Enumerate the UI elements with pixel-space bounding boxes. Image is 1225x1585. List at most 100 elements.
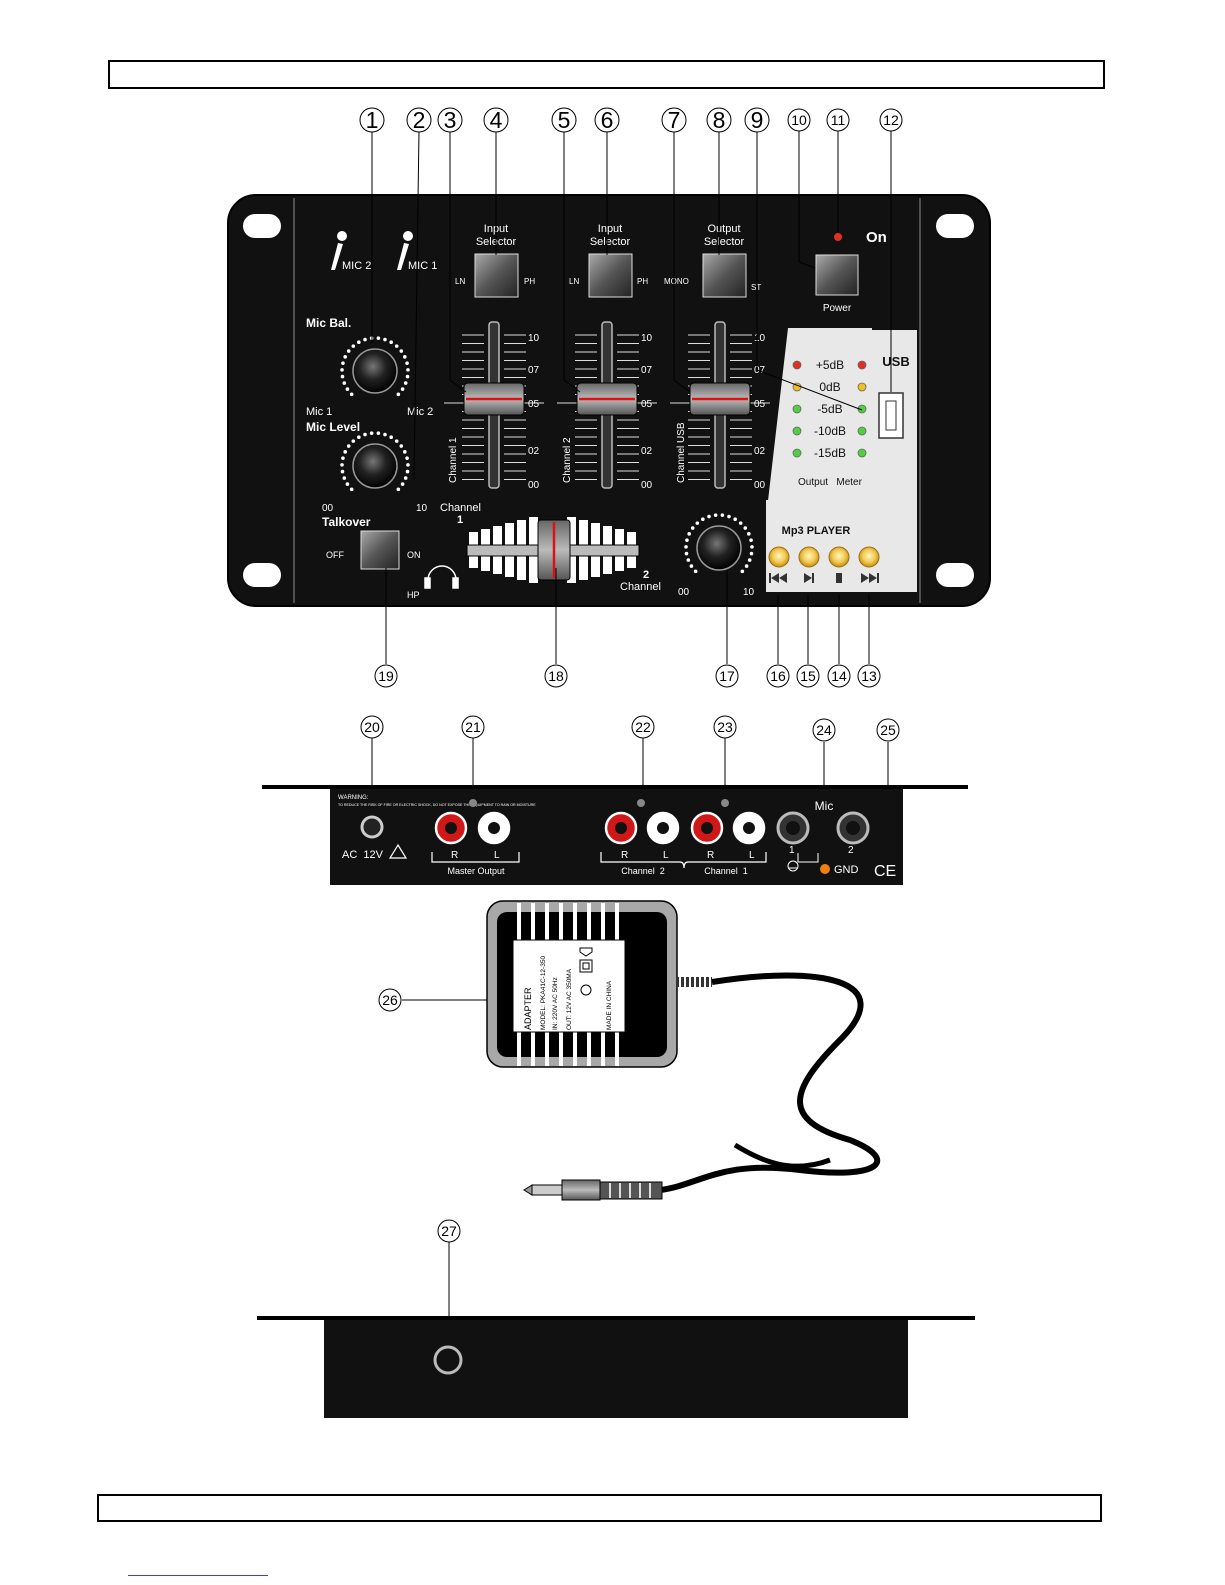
callout-circle (483, 107, 509, 133)
input-selector-2-button[interactable] (588, 253, 633, 298)
callout-number: 15 (800, 668, 816, 684)
meter-led (857, 426, 867, 436)
scale-dot (394, 344, 399, 348)
ch2-l-label: L (663, 850, 669, 861)
mic2-label: MIC 2 (342, 260, 371, 272)
scale-dot (363, 432, 367, 437)
scale-dot (403, 355, 407, 359)
scale-dot (343, 355, 347, 359)
play-pause-icon (804, 573, 814, 583)
ac-power-jack[interactable] (360, 815, 384, 839)
mic-level-knob[interactable] (352, 443, 398, 489)
hp-level-min: 00 (678, 587, 690, 598)
scale-dot (346, 349, 351, 353)
gnd-terminal[interactable] (820, 864, 830, 874)
meter-led (792, 404, 802, 414)
callout-number: 20 (364, 719, 380, 735)
warning-text: TO REDUCE THE RISK OF FIRE OR ELECTRIC S… (338, 803, 536, 807)
power-button[interactable] (815, 254, 859, 296)
scale-dot (403, 381, 408, 385)
scale-dot (747, 532, 751, 536)
meter-led (792, 448, 802, 458)
rca-indicator (637, 799, 645, 807)
output-selector-button[interactable] (702, 253, 747, 298)
mic-icon (397, 231, 413, 270)
stop-icon (836, 573, 842, 583)
talkover-button[interactable] (360, 530, 400, 570)
fader-scale-label: 10 (641, 333, 653, 344)
mount-hole (243, 214, 281, 238)
master-output-label: Master Output (447, 866, 505, 876)
mic-rear-2: 2 (848, 845, 854, 856)
callout-circle (879, 108, 903, 132)
mic-bal-knob[interactable] (352, 348, 398, 394)
channel2-strip-label: Channel 2 (562, 437, 573, 483)
mic-level-min: 00 (322, 503, 334, 514)
scale-dot (341, 361, 345, 365)
callout-number: 7 (668, 107, 681, 133)
ce-mark: CE (874, 863, 896, 880)
callout-number: 24 (816, 722, 832, 738)
callout-number: 14 (831, 668, 847, 684)
mount-hole (936, 214, 974, 238)
bottom-panel (257, 1316, 975, 1418)
power-adapter (486, 900, 881, 1193)
output-selector-label: Output (707, 223, 740, 235)
callout-circle (744, 107, 770, 133)
scale-dot (340, 374, 345, 379)
power-label: Power (823, 303, 852, 314)
mp3-button[interactable] (828, 546, 850, 568)
scale-dot (349, 392, 354, 397)
scale-dot (744, 564, 749, 568)
callout-circle (796, 664, 820, 688)
callout-circle (437, 107, 463, 133)
hp-jack[interactable] (433, 1345, 463, 1375)
channel-usb-strip-label: Channel USB (676, 422, 687, 483)
master-r-label: R (451, 850, 458, 861)
scale-dot (396, 487, 401, 492)
meter-level-label: -10dB (814, 424, 846, 438)
scale-dot (749, 551, 754, 556)
mic-bal-scale (340, 336, 410, 397)
scale-dot (400, 482, 405, 486)
fader-scale-label: 10 (528, 333, 540, 344)
crossfader-channel2-number: 2 (643, 569, 649, 581)
talkover-off-label: OFF (326, 550, 344, 560)
talkover-label: Talkover (322, 515, 371, 529)
adapter-output: OUT: 12V AC 350MA (566, 968, 573, 1030)
fader-scale-label: 07 (641, 365, 653, 376)
scale-dot (749, 538, 753, 542)
scale-dot (400, 387, 405, 391)
scale-dot (345, 482, 350, 486)
mp3-button[interactable] (858, 546, 880, 568)
mic-icon (331, 231, 347, 270)
scale-dot (713, 513, 718, 517)
on-label: On (866, 229, 887, 246)
scale-dot (383, 337, 387, 342)
input-selector-1-button[interactable] (474, 253, 519, 298)
mp3-buttons (768, 546, 880, 583)
meter-led (857, 382, 867, 392)
callout-circle (359, 107, 385, 133)
mic2-short-label: Mic 2 (407, 406, 433, 418)
callout-circle (827, 664, 851, 688)
scale-dot (399, 349, 404, 353)
scale-dot (403, 476, 408, 480)
scale-dot (405, 374, 410, 379)
talkover-on-label: ON (407, 550, 421, 560)
hp-label: HP (407, 590, 420, 600)
adapter-input: IN: 220V AC 50Hz (552, 977, 559, 1030)
scale-dot (405, 456, 409, 460)
mono-label: MONO (664, 277, 689, 286)
fader-scale-label: 02 (754, 446, 766, 457)
hp-level-knob[interactable] (696, 525, 742, 571)
warning-label: WARNING: (338, 795, 369, 801)
mp3-button[interactable] (768, 546, 790, 568)
mp3-button[interactable] (798, 546, 820, 568)
scale-dot (707, 514, 711, 519)
warning-triangle-icon (388, 843, 408, 859)
scale-dot (720, 513, 725, 517)
mount-hole (936, 563, 974, 587)
fader-scale-label: 00 (754, 480, 766, 491)
